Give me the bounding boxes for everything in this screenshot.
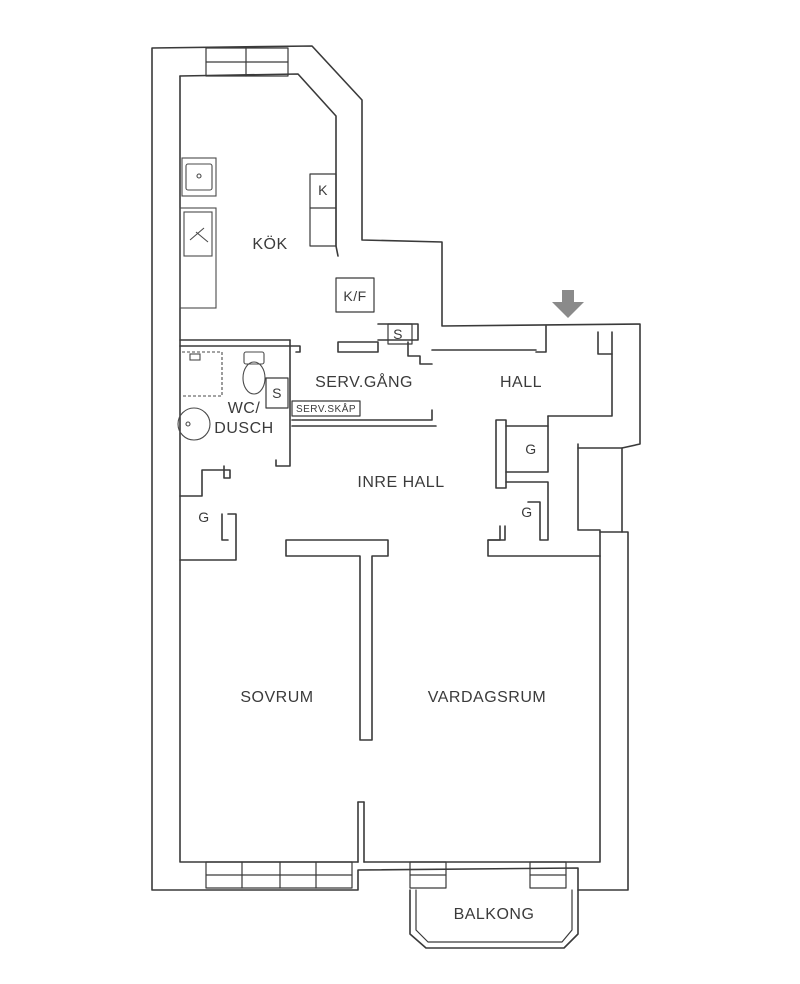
- room-label-vardagsrum: VARDAGSRUM: [428, 689, 547, 706]
- balcony: [409, 889, 579, 949]
- marker-s-wc: S: [272, 385, 282, 401]
- room-label-hall: HALL: [500, 374, 542, 391]
- entrance-arrow-icon: [552, 290, 584, 318]
- marker-g-hall: G: [525, 441, 536, 457]
- outer-walls: [151, 45, 641, 891]
- room-label-serv-gang: SERV.GÅNG: [315, 372, 413, 391]
- marker-s-top: S: [393, 326, 403, 342]
- room-label-balkong: BALKONG: [454, 906, 535, 923]
- interior-walls: [179, 173, 549, 863]
- room-label-sovrum: SOVRUM: [240, 689, 313, 706]
- marker-g-hall2: G: [521, 504, 532, 520]
- bathroom-fixtures: [177, 351, 266, 441]
- room-label-wc-line1: WC/: [228, 400, 261, 417]
- windows: [205, 47, 567, 889]
- room-label-wc-line2: DUSCH: [214, 420, 273, 437]
- marker-g-left: G: [198, 509, 209, 525]
- serv-skap-box: [291, 400, 361, 417]
- marker-serv-skap: SERV.SKÅP: [296, 402, 356, 415]
- marker-k: K: [318, 182, 328, 198]
- room-label-kok: KÖK: [252, 235, 287, 253]
- marker-kf: K/F: [343, 288, 366, 304]
- room-label-inre-hall: INRE HALL: [357, 474, 444, 491]
- kitchen-fixtures: [179, 157, 217, 309]
